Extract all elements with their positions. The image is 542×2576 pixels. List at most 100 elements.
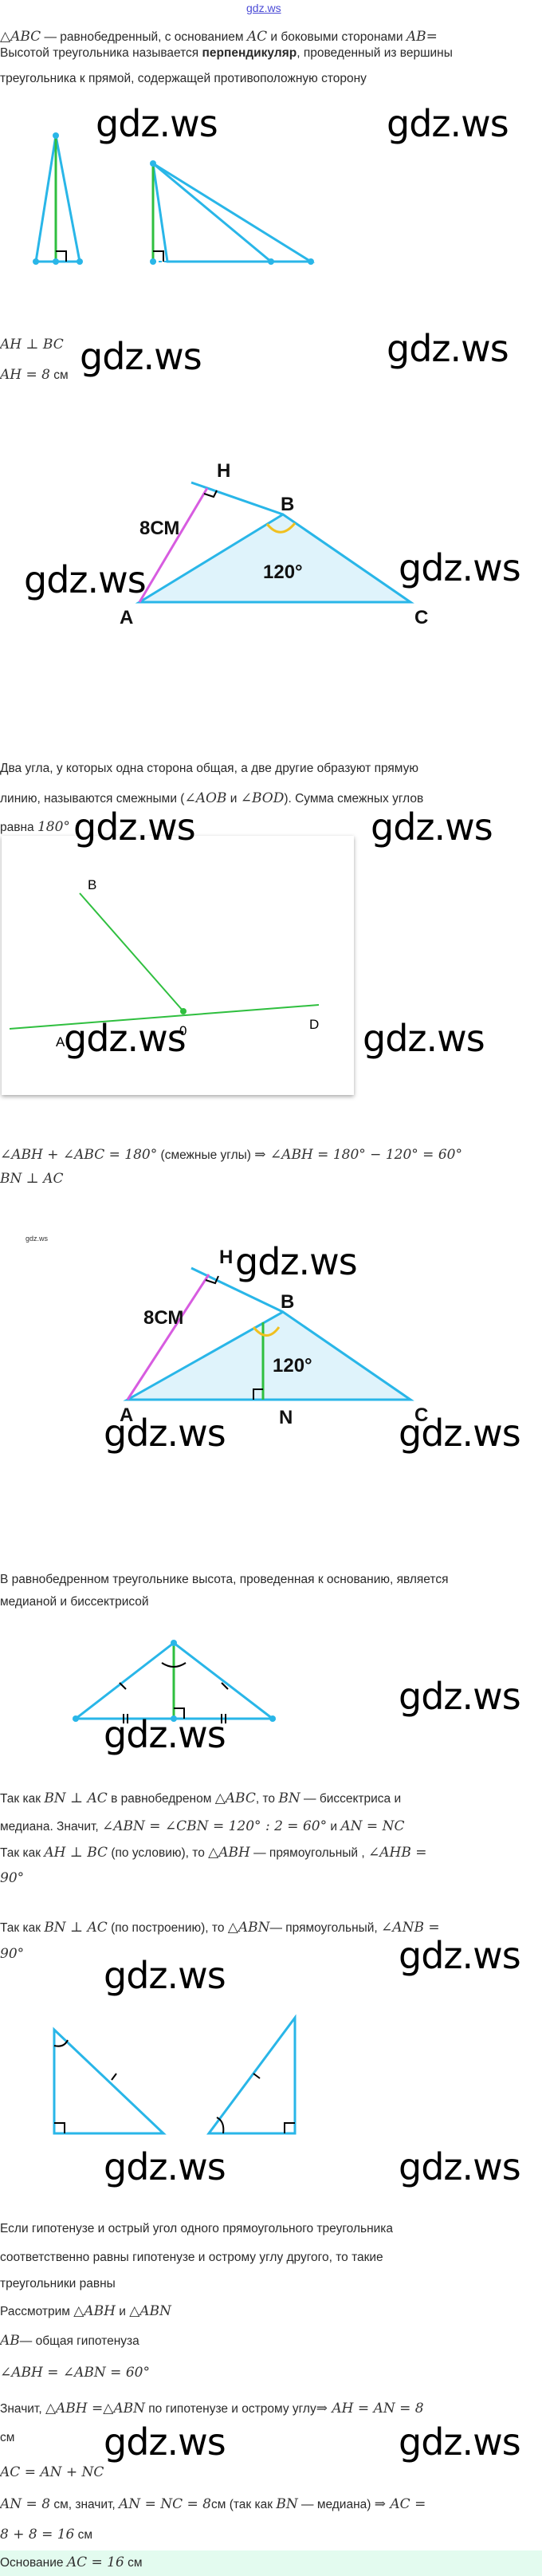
watermark: gdz.ws <box>104 2145 226 2188</box>
right-angle-icon <box>56 250 67 262</box>
label-n: N <box>279 1407 293 1428</box>
text-line: Значит, △ABH =△ABN по гипотенузе и остро… <box>0 2401 424 2416</box>
math-expression: AH ⊥ BC <box>44 1845 108 1861</box>
figure-adjacent-angles: B 0 A D <box>9 877 319 1050</box>
text-segment: — прямоугольный , <box>249 1846 369 1860</box>
math-expression: △ABH =△ABN <box>45 2401 145 2416</box>
text-line: равна 180° <box>0 819 70 835</box>
text-segment: Рассмотрим <box>0 2305 74 2318</box>
right-angle-icon <box>205 1275 219 1285</box>
math-expression: ⇒ ∠ABH = 180° − 120° = 60° <box>254 1147 462 1163</box>
label-c: C <box>414 1404 428 1426</box>
watermark: gdz.ws <box>104 1954 226 1997</box>
text-line: 90° <box>0 1870 24 1886</box>
watermark: gdz.ws <box>399 546 521 589</box>
text-segment: Если гипотенузе и острый угол одного пря… <box>0 2222 394 2235</box>
text-segment: треугольника к прямой, содержащей против… <box>0 72 367 85</box>
label-d: D <box>309 1017 319 1032</box>
text-line: Если гипотенузе и острый угол одного пря… <box>0 2222 393 2236</box>
text-line: Высотой треугольника называется перпенди… <box>0 46 453 61</box>
math-expression: AN = 8 <box>0 2496 51 2512</box>
math-expression: ∠ABN = ∠CBN = 120° : 2 = 60° <box>101 1818 328 1834</box>
text-line: Так как BN ⊥ AC (по построению), то △ABN… <box>0 1920 440 1936</box>
text-segment: — общая гипотенуза <box>19 2334 139 2348</box>
text-line: BN ⊥ AC <box>0 1171 63 1187</box>
math-expression: ⇒ AH = AN = 8 <box>316 2401 424 2416</box>
watermark: gdz.ws <box>399 2145 521 2188</box>
header-gdz-link[interactable]: gdz.ws <box>246 2 281 14</box>
math-expression: ∠AOB <box>184 790 227 806</box>
label-h: H <box>217 460 230 482</box>
text-segment: см (так как <box>211 2498 277 2511</box>
label-o: 0 <box>179 1023 187 1038</box>
text-segment: — биссектриса и <box>300 1792 402 1806</box>
math-expression: ∠AHB = <box>368 1845 427 1861</box>
figure-right-triangles <box>53 2014 297 2135</box>
figure-heights <box>33 132 316 265</box>
math-expression: BN <box>276 2496 298 2512</box>
watermark: gdz.ws <box>80 335 202 378</box>
math-expression: 90° <box>0 1870 25 1886</box>
text-segment: равна <box>0 821 37 834</box>
text-segment: и <box>226 792 241 805</box>
math-expression: AC <box>246 29 268 45</box>
math-expression: ∠ANB = <box>381 1920 440 1936</box>
text-segment: В равнобедренном треугольнике высота, пр… <box>0 1573 449 1586</box>
text-segment: — прямоугольный, <box>269 1921 382 1935</box>
label-side: 8СМ <box>139 518 179 539</box>
text-segment: Два угла, у которых одна сторона общая, … <box>0 762 419 775</box>
label-a: A <box>56 1034 65 1050</box>
height-ah <box>138 487 209 603</box>
watermark: gdz.ws <box>387 102 509 145</box>
math-expression: AB <box>0 2333 20 2349</box>
text-line: соответственно равны гипотенузе и остром… <box>0 2251 383 2265</box>
math-expression: AB= <box>406 29 438 45</box>
text-segment: Так как <box>0 1921 45 1935</box>
adjacent-angles-card <box>2 836 354 1095</box>
watermark: gdz.ws <box>399 1412 521 1455</box>
text-line: 90° <box>0 1946 24 1962</box>
label-angle: 120° <box>263 561 303 583</box>
math-expression: ∠ABH = ∠ABN = 60° <box>0 2365 150 2381</box>
text-line: AN = 8 см, значит, AN = NC = 8см (так ка… <box>0 2496 426 2512</box>
math-expression: BN <box>278 1790 300 1806</box>
watermark: gdz.ws <box>24 558 147 601</box>
text-line: треугольника к прямой, содержащей против… <box>0 72 367 86</box>
text-segment: и <box>327 1820 341 1834</box>
text-segment: треугольники равны <box>0 2277 116 2290</box>
label-b: B <box>88 877 96 892</box>
text-segment: в равнобедреном <box>107 1792 215 1806</box>
text-line: медиана. Значит, ∠ABN = ∠CBN = 120° : 2 … <box>0 1818 404 1834</box>
text-segment: (по построению), то <box>107 1921 228 1935</box>
text-segment: ). Сумма смежных углов <box>284 792 424 805</box>
text-segment: и <box>115 2305 130 2318</box>
label-c: C <box>414 607 428 628</box>
math-expression: 90° <box>0 1946 25 1962</box>
acute-triangle <box>34 135 81 263</box>
text-line: Так как BN ⊥ AC в равнобедреном △ABC, то… <box>0 1790 401 1806</box>
label-b: B <box>281 494 294 515</box>
watermark: gdz.ws <box>104 1713 226 1756</box>
answer-highlight <box>0 2550 542 2576</box>
text-segment: Основание <box>0 2556 67 2570</box>
text-segment: см <box>0 2431 15 2444</box>
label-h: H <box>219 1247 233 1268</box>
math-expression: AN = NC <box>340 1818 405 1834</box>
watermark: gdz.ws <box>399 2420 521 2464</box>
math-expression: ∠ABH + ∠ABC = 180° <box>0 1147 158 1163</box>
text-segment: и боковыми сторонами <box>267 30 406 44</box>
text-line: см <box>0 2431 14 2445</box>
label-angle: 120° <box>273 1355 312 1377</box>
watermark: gdz.ws <box>371 805 493 849</box>
text-line: AC = AN + NC <box>0 2464 104 2480</box>
figure-triangle-abn: H B A C N 8СМ 120° <box>120 1247 428 1428</box>
label-a: A <box>120 1404 133 1426</box>
right-angle-icon <box>203 490 218 498</box>
math-expression: AH ⊥ BC <box>0 337 64 353</box>
text-line: Два угла, у которых одна сторона общая, … <box>0 762 418 776</box>
text-segment: Так как <box>0 1792 45 1806</box>
right-angle-icon <box>253 1388 263 1400</box>
text-line: AH = 8 см <box>0 367 69 383</box>
math-expression: △ABH <box>73 2303 116 2319</box>
text-line: ∠ABH = ∠ABN = 60° <box>0 2365 150 2381</box>
